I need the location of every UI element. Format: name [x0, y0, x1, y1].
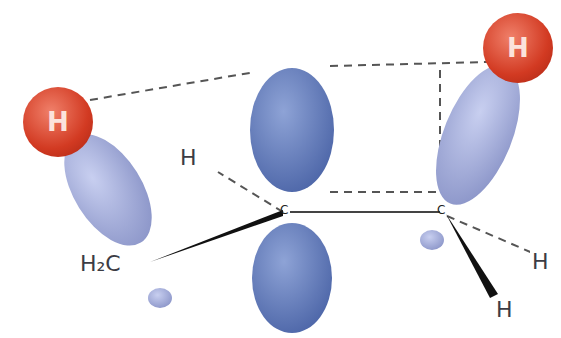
hydrogen-label: H — [530, 250, 551, 274]
atom-symbol: H — [47, 107, 69, 137]
hydrogen-atom: H — [23, 87, 93, 157]
hydrogen-label: H — [178, 146, 199, 170]
hydrogen-atom: H — [483, 13, 553, 83]
methylene-label: H₂C — [78, 252, 123, 276]
atom-symbol: H — [507, 33, 529, 63]
carbon-label: C — [435, 203, 447, 217]
carbon-label: C — [278, 203, 290, 217]
hydrogen-label: H — [494, 298, 515, 322]
